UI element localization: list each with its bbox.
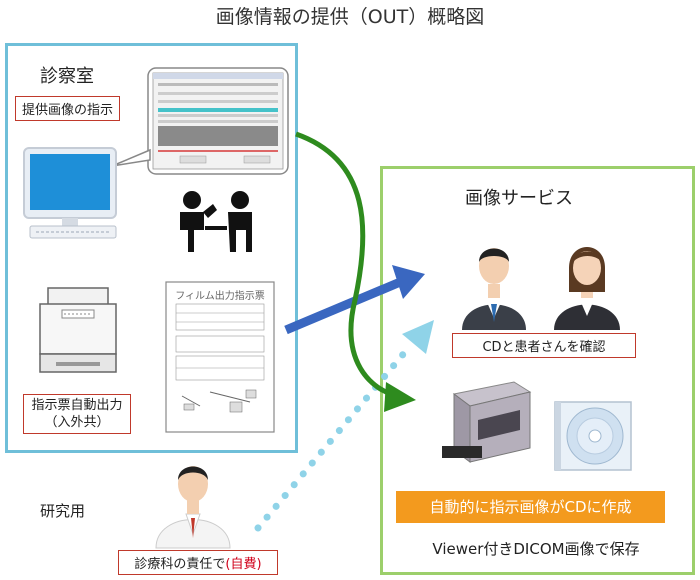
instruction-form-icon [165, 281, 275, 433]
auto-print-label-line2: （入外共） [44, 415, 110, 430]
instruction-label: 提供画像の指示 [15, 96, 121, 121]
research-note: 診療科の責任で(自費) [118, 550, 278, 575]
research-dotted-arrow [254, 320, 434, 532]
researcher-doctor-icon [155, 466, 231, 549]
screen-callout [111, 67, 289, 175]
cd-publisher-icon [442, 381, 532, 463]
consultation-icon [180, 191, 252, 252]
auto-print-label-line1: 指示票自動出力 [31, 398, 123, 413]
research-note-highlight: (自費) [225, 557, 262, 572]
computer-icon [23, 147, 117, 239]
diagram-title: 画像情報の提供（OUT）概略図 [215, 6, 485, 28]
green-arrow [295, 131, 416, 412]
auto-cd-label: 自動的に指示画像がCDに作成 [396, 491, 665, 523]
cd-case-icon [554, 401, 632, 471]
form-title: フィルム出力指示票 [175, 291, 265, 302]
auto-print-label: 指示票自動出力 （入外共） [23, 394, 131, 434]
printer-icon [39, 287, 117, 373]
image-service-heading: 画像サービス [465, 188, 573, 209]
image-service-panel [380, 166, 695, 575]
male-staff-icon [462, 248, 526, 330]
research-note-prefix: 診療科の責任で [134, 557, 226, 572]
consult-room-heading: 診察室 [40, 66, 94, 87]
confirm-label: CDと患者さんを確認 [452, 333, 636, 358]
save-format-label: Viewer付きDICOM画像で保存 [432, 540, 640, 558]
blue-arrow [284, 265, 425, 335]
consult-room-panel [5, 43, 298, 453]
female-staff-icon [554, 247, 620, 330]
research-label: 研究用 [40, 502, 86, 520]
